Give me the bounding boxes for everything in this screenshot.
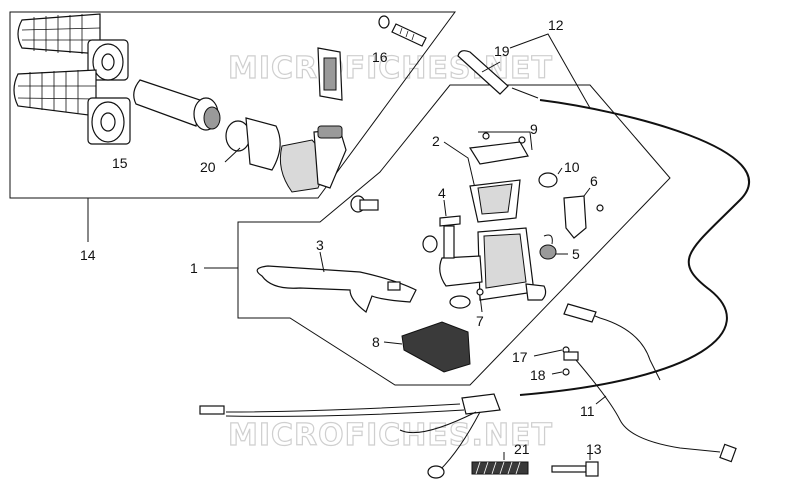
callout-18: 18 <box>530 367 546 383</box>
o-ring <box>422 235 438 253</box>
callout-1: 1 <box>190 260 198 276</box>
callout-9: 9 <box>530 121 538 137</box>
leader-11 <box>595 395 607 405</box>
throttle-housing <box>225 117 347 193</box>
leader-3 <box>319 251 325 273</box>
callout-6: 6 <box>590 173 598 189</box>
callout-7: 7 <box>476 313 484 329</box>
brake-lever <box>256 265 417 313</box>
grip-lower <box>13 69 131 145</box>
leader-12 <box>509 33 591 109</box>
callout-17: 17 <box>512 349 528 365</box>
fitting <box>350 195 379 213</box>
reservoir-body <box>469 179 521 223</box>
washer <box>449 295 471 309</box>
bolt-13 <box>551 461 599 477</box>
cap-10 <box>538 172 558 188</box>
callout-20: 20 <box>200 159 216 175</box>
leader-19 <box>481 61 501 73</box>
callout-4: 4 <box>438 185 446 201</box>
master-cylinder-group-frame <box>237 84 671 386</box>
master-cylinder-body <box>439 227 547 301</box>
wiring-harness <box>575 359 737 463</box>
switch-6 <box>563 195 604 239</box>
callout-14: 14 <box>80 247 96 263</box>
pivot-pin-4 <box>439 215 461 259</box>
throttle-cable <box>457 50 750 396</box>
leader-18 <box>551 371 563 375</box>
leader-9 <box>478 131 533 151</box>
grip-upper <box>17 13 129 81</box>
throttle-tube <box>133 79 221 131</box>
callout-11: 11 <box>580 403 595 419</box>
leader-7 <box>479 295 483 313</box>
bracket-16 <box>317 47 343 101</box>
lever-guard-8 <box>401 321 471 373</box>
callout-5: 5 <box>572 246 580 262</box>
spring-21 <box>471 461 529 475</box>
callout-15: 15 <box>112 155 128 171</box>
leader-20 <box>224 147 241 163</box>
leader-4 <box>443 199 447 217</box>
screw-16 <box>378 15 427 47</box>
callout-2: 2 <box>432 133 440 149</box>
brake-switch-cable <box>199 393 501 479</box>
callout-3: 3 <box>316 237 324 253</box>
reservoir-cover <box>468 132 529 165</box>
choke-cable <box>563 303 661 381</box>
parts-17-18 <box>562 346 579 376</box>
switch-5 <box>539 234 557 260</box>
callout-12: 12 <box>548 17 564 33</box>
leader-8 <box>383 341 403 345</box>
leader-17 <box>533 349 563 357</box>
callout-16: 16 <box>372 49 388 65</box>
leader-6 <box>583 187 591 197</box>
screw-7 <box>476 288 484 296</box>
callout-13: 13 <box>586 441 602 457</box>
callout-10: 10 <box>564 159 580 175</box>
leader-10 <box>557 167 563 175</box>
grip-group-frame <box>9 11 456 199</box>
callout-21: 21 <box>514 441 530 457</box>
callout-19: 19 <box>494 43 510 59</box>
callout-8: 8 <box>372 334 380 350</box>
watermark-bottom: MICROFICHES.NET <box>228 418 553 453</box>
